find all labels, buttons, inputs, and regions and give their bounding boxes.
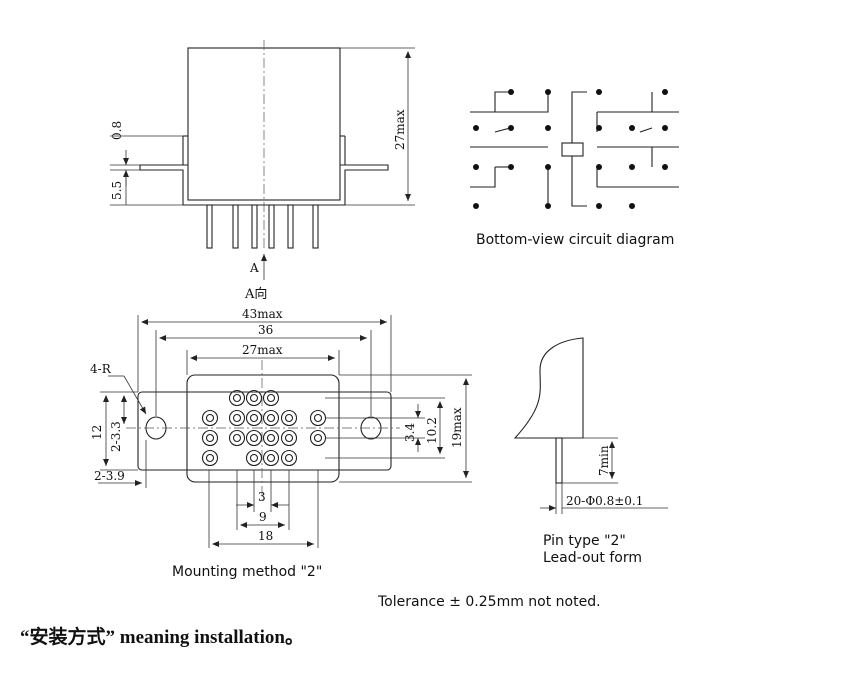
- pin-outer-ring: [201, 429, 219, 447]
- pin-inner: [205, 413, 215, 423]
- dim-pin-length: 7min: [597, 445, 611, 476]
- pin-inner: [205, 453, 215, 463]
- dim-pitch-9: 9: [259, 510, 267, 524]
- dim-overall-width: 43max: [242, 307, 283, 321]
- relay-body-outline: [187, 47, 341, 201]
- pin-inner: [284, 453, 294, 463]
- pin-inner: [249, 453, 259, 463]
- dim-pitch-18: 18: [258, 529, 273, 543]
- circuit-terminals: [473, 89, 668, 209]
- pin-shank: [555, 437, 563, 484]
- pin-outer-ring: [201, 409, 219, 427]
- pin-outer-ring: [262, 449, 280, 467]
- pin-outer-ring: [245, 389, 263, 407]
- pin-inner: [232, 393, 242, 403]
- pin-inner: [266, 393, 276, 403]
- install-note: “安装方式” meaning installation。: [20, 627, 304, 648]
- pin-outer-ring: [262, 389, 280, 407]
- dim-radius: 4-R: [90, 362, 112, 376]
- bottom-view: 43max 36 27max 4-R 12 2-3.3 2-3.9 19max …: [90, 307, 472, 580]
- body-outline-bottom: [186, 374, 340, 483]
- coil-symbol: [561, 142, 584, 157]
- pin-outer-ring: [262, 409, 280, 427]
- pin-outer-ring: [280, 429, 298, 447]
- left-flange: [139, 164, 188, 200]
- pin-inner: [266, 413, 276, 423]
- pin-outer-ring: [262, 429, 280, 447]
- pin-inner: [266, 453, 276, 463]
- dim-pitch-3: 3: [258, 490, 266, 504]
- pin-base-profile: [513, 337, 584, 439]
- mounting-flange: [137, 391, 392, 471]
- pin-inner: [249, 393, 259, 403]
- pin-outer-ring: [228, 429, 246, 447]
- pin-outer-ring: [280, 409, 298, 427]
- view-direction-label: A向: [244, 286, 267, 302]
- pin-inner: [249, 433, 259, 443]
- pin-inner: [232, 433, 242, 443]
- pin-caption-line1: Pin type "2": [543, 533, 626, 549]
- dim-pin-spec: 20-Φ0.8±0.1: [566, 494, 643, 508]
- dim-flange-h: 12: [90, 425, 104, 440]
- dim-hole-offset-h: 2-3.9: [94, 469, 125, 483]
- dim-depth: 19max: [450, 407, 464, 448]
- pin-inner: [313, 413, 323, 423]
- pin-detail: 7min 20-Φ0.8±0.1 Pin type "2" Lead-out f…: [513, 337, 668, 566]
- dim-row-102: 10.2: [425, 417, 439, 444]
- pin-outer-ring: [228, 409, 246, 427]
- pin-outer-ring: [228, 389, 246, 407]
- pin-inner: [266, 433, 276, 443]
- pin-outer-ring: [309, 429, 327, 447]
- side-pins: [206, 204, 319, 249]
- circuit-diagram: Bottom-view circuit diagram: [470, 89, 679, 248]
- dim-row-3: 3.4: [403, 423, 417, 442]
- side-view: 27max 0.8 5.5 A A向: [110, 40, 415, 302]
- circuit-caption: Bottom-view circuit diagram: [476, 232, 674, 248]
- pin-inner: [232, 413, 242, 423]
- pin-inner: [284, 413, 294, 423]
- pin-outer-ring: [201, 449, 219, 467]
- pin-outer-ring: [309, 409, 327, 427]
- view-arrow-label: A: [249, 261, 259, 275]
- tolerance-note: Tolerance ± 0.25mm not noted.: [377, 594, 601, 610]
- pin-outer-ring: [280, 449, 298, 467]
- pin-inner: [313, 433, 323, 443]
- pin-outer-ring: [245, 429, 263, 447]
- right-contact-group: [596, 92, 679, 188]
- dim-body-width: 27max: [242, 343, 283, 357]
- pin-inner: [249, 413, 259, 423]
- pin-inner: [205, 433, 215, 443]
- pin-grid: [201, 389, 327, 467]
- dim-height-27max: 27max: [393, 109, 407, 150]
- pin-outer-ring: [245, 449, 263, 467]
- pin-caption-line2: Lead-out form: [543, 550, 642, 566]
- mounting-caption: Mounting method "2": [172, 564, 322, 580]
- pin-outer-ring: [245, 409, 263, 427]
- dim-flange-height: 5.5: [110, 181, 124, 200]
- dim-lead-thickness: 0.8: [110, 121, 124, 140]
- dim-hole-spacing: 36: [258, 323, 273, 337]
- dim-hole-offset-v: 2-3.3: [109, 421, 123, 452]
- pin-inner: [284, 433, 294, 443]
- left-contact-group: [470, 91, 549, 207]
- right-flange: [340, 164, 389, 200]
